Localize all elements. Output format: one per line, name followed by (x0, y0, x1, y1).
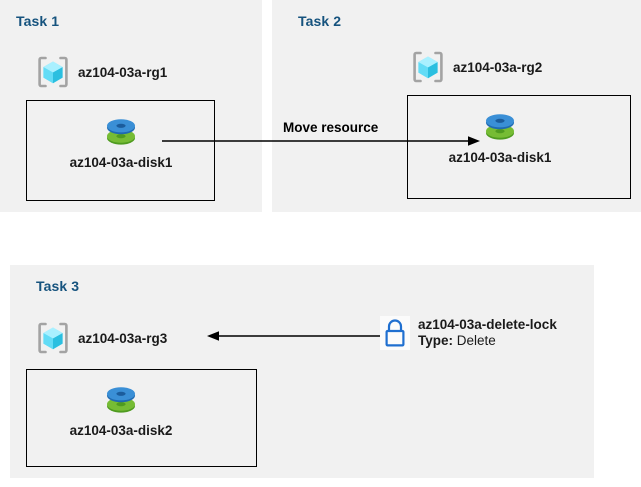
resource-group-label-task3: az104-03a-rg3 (78, 330, 168, 346)
disk-label-task2: az104-03a-disk1 (448, 150, 552, 165)
disk-node-task1: az104-03a-disk1 (70, 112, 172, 170)
disk-label-task1: az104-03a-disk1 (69, 155, 173, 170)
task-title-task1: Task 1 (16, 13, 60, 29)
task-panel-task1: Task 1 az104-03a-rg1 az104-03 (0, 0, 262, 212)
task-title-task2: Task 2 (298, 13, 342, 29)
managed-disk-icon (107, 387, 135, 413)
delete-lock-type-label: Type: (418, 333, 454, 349)
delete-lock-node: az104-03a-delete-lock Type: Delete (380, 316, 557, 350)
resource-group-icon (38, 322, 68, 354)
resource-box-task2 (407, 95, 631, 199)
move-resource-label: Move resource (283, 120, 379, 135)
resource-group-label-task2: az104-03a-rg2 (453, 59, 543, 75)
delete-lock-name: az104-03a-delete-lock (418, 317, 557, 332)
resource-group-task2: az104-03a-rg2 (411, 50, 542, 84)
task-panel-task3: Task 3 az104-03a-rg3 az104-03 (10, 265, 594, 478)
task-title-task3: Task 3 (36, 278, 80, 294)
delete-lock-type-value: Delete (456, 333, 496, 349)
disk-label-task3: az104-03a-disk2 (69, 423, 173, 438)
disk-node-task2: az104-03a-disk1 (449, 107, 551, 165)
resource-group-icon (38, 56, 68, 88)
managed-disk-icon (486, 114, 514, 140)
move-resource-connector (162, 136, 480, 146)
resource-box-task1 (26, 100, 215, 201)
delete-lock-type: Type: Delete (418, 333, 557, 349)
delete-lock-text: az104-03a-delete-lock Type: Delete (418, 316, 557, 350)
resource-group-task1: az104-03a-rg1 (36, 55, 167, 89)
resource-group-icon (413, 51, 443, 83)
disk-node-task3: az104-03a-disk2 (70, 380, 172, 438)
resource-group-label-task1: az104-03a-rg1 (78, 64, 168, 80)
managed-disk-icon (107, 119, 135, 145)
resource-box-task3 (26, 369, 257, 467)
delete-lock-connector (207, 331, 383, 341)
resource-group-task3: az104-03a-rg3 (36, 321, 167, 355)
task-panel-task2: Task 2 az104-03a-rg2 az104-03 (272, 0, 641, 212)
lock-icon (380, 316, 410, 350)
